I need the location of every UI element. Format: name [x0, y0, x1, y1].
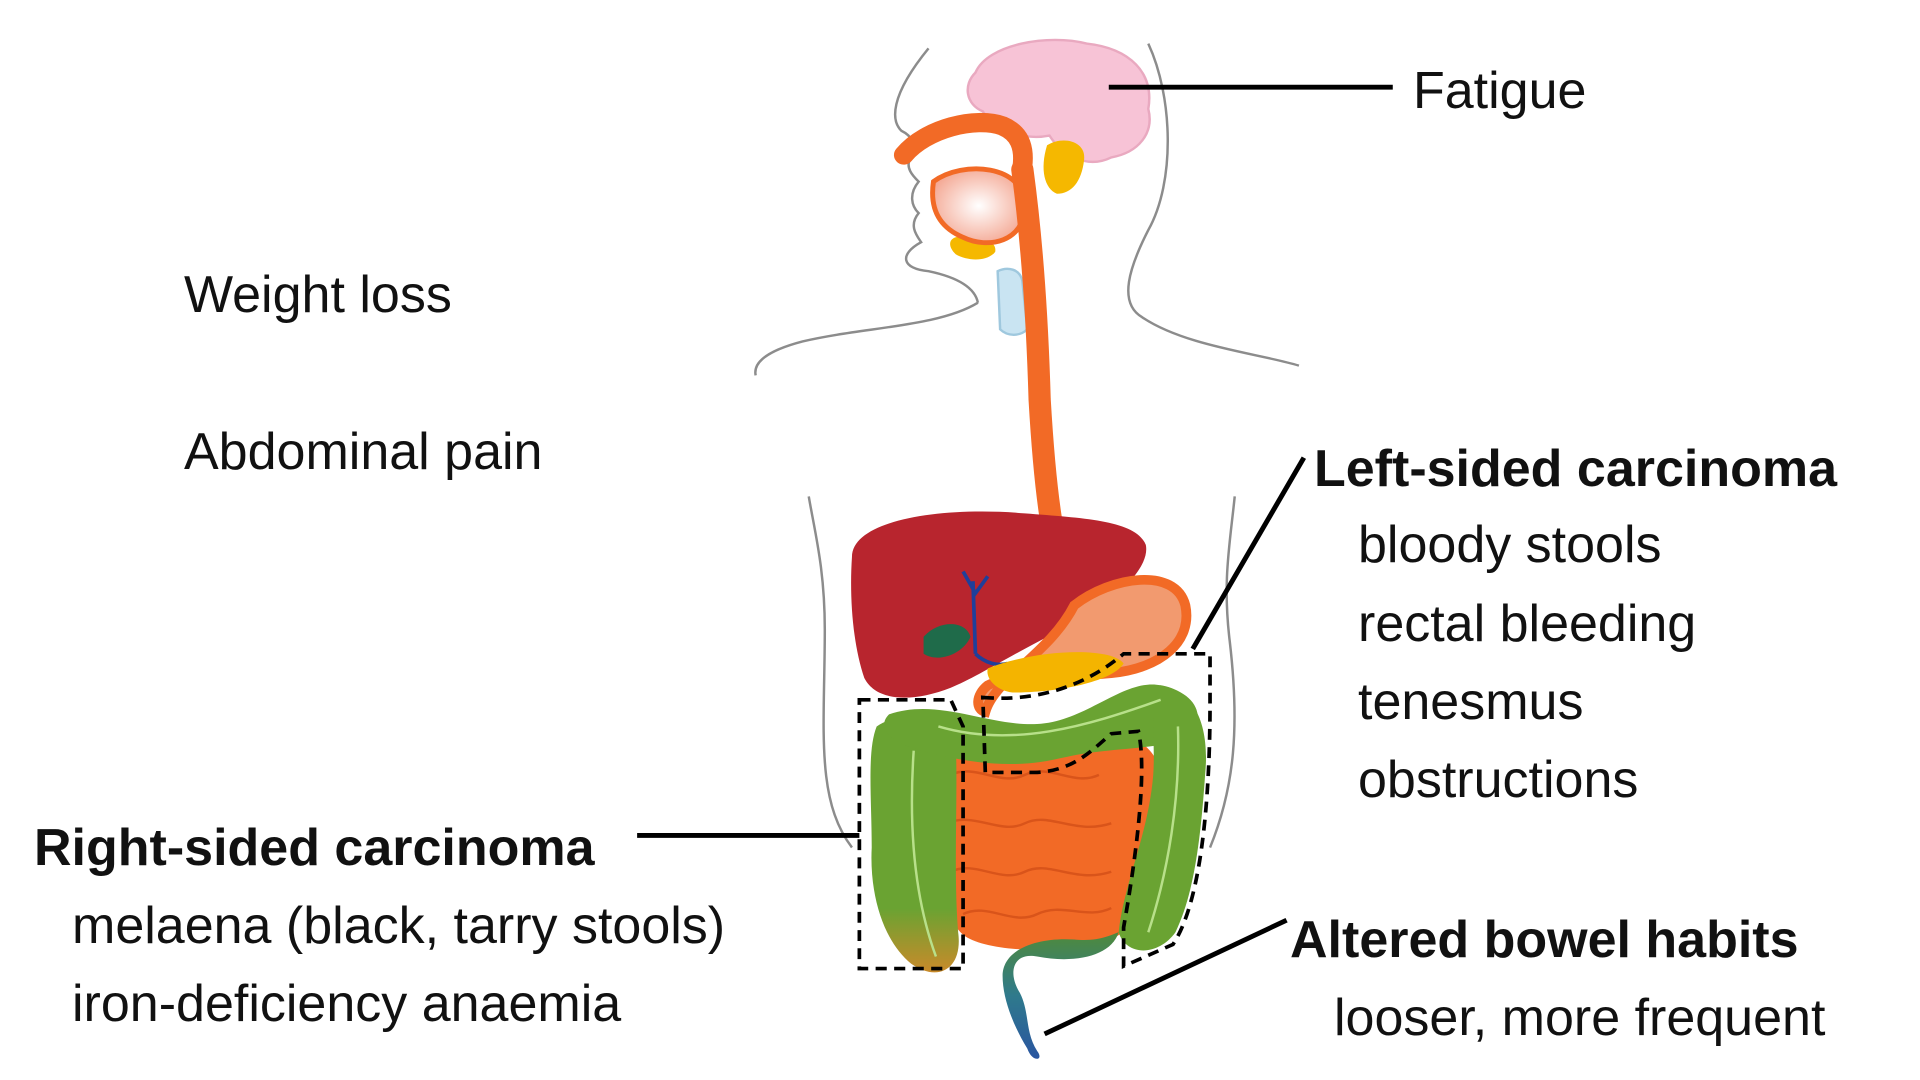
altered-bowel-leader-line — [1043, 917, 1288, 1037]
left-sided-carcinoma-title: Left-sided carcinoma — [1314, 440, 1838, 498]
right-sided-symptom-item: melaena (black, tarry stools) — [72, 897, 726, 955]
small-intestine-shape — [928, 732, 1169, 950]
altered-bowel-habits-title: Altered bowel habits — [1290, 911, 1799, 969]
oral-cavity-shape — [930, 166, 1028, 246]
ascending-colon-shape — [870, 716, 959, 973]
body-outline — [754, 43, 1300, 849]
left-sided-leader-line — [1190, 456, 1307, 651]
pancreas-shape — [987, 652, 1124, 693]
left-sided-symptom-item: bloody stools — [1358, 516, 1662, 574]
left-sided-region-box — [980, 651, 1212, 969]
nasal-passage-shape — [893, 113, 1033, 177]
left-sided-symptom-item: obstructions — [1358, 751, 1639, 809]
sigmoid-rectum-shape — [1002, 932, 1119, 1059]
left-shoulder-outline — [754, 301, 979, 376]
small-intestine-folds — [945, 770, 1112, 919]
parotid-gland-shape — [1043, 140, 1085, 194]
leader-lines — [637, 84, 1393, 1037]
abdominal-pain-label: Abdominal pain — [184, 423, 543, 481]
head-outline — [893, 47, 980, 303]
back-of-head-outline — [1127, 43, 1300, 367]
left-arm-outline — [807, 496, 853, 849]
weight-loss-label: Weight loss — [184, 266, 452, 324]
altered-bowel-habits-item: looser, more frequent — [1334, 989, 1826, 1047]
right-sided-region-box — [857, 698, 965, 971]
gallbladder-shape — [923, 624, 971, 658]
region-boxes — [857, 651, 1212, 971]
fatigue-label: Fatigue — [1413, 62, 1587, 120]
right-arm-outline — [1208, 496, 1236, 848]
left-sided-symptom-item: rectal bleeding — [1358, 595, 1697, 653]
left-sided-symptom-item: tenesmus — [1358, 673, 1584, 731]
right-sided-carcinoma-title: Right-sided carcinoma — [34, 819, 595, 877]
right-sided-symptom-item: iron-deficiency anaemia — [72, 975, 622, 1033]
colon-center-lines — [910, 698, 1180, 957]
descending-colon-shape — [1118, 685, 1207, 951]
